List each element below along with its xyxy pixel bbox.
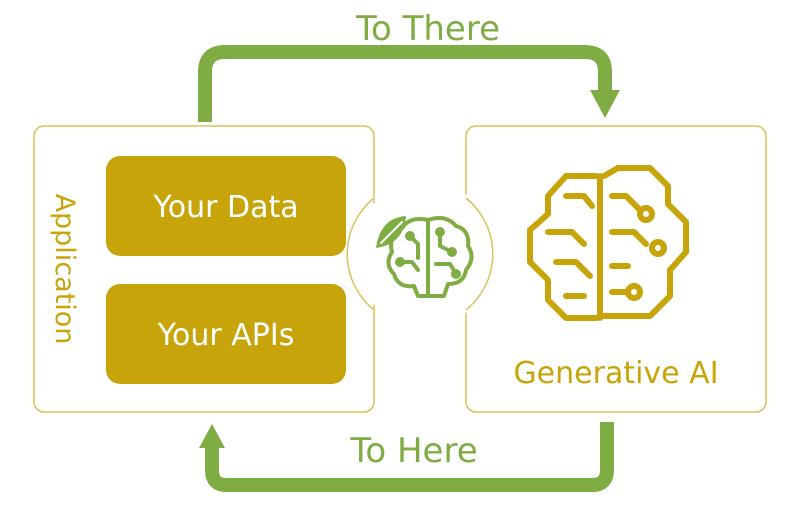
your-apis-label: Your APIs: [157, 318, 295, 353]
your-apis-button: [106, 284, 346, 384]
bottom-arrowhead: [199, 424, 225, 448]
brain-leaf-icon: [376, 216, 474, 298]
connector-right-arc: [465, 197, 494, 311]
bottom-flow-label: To Here: [349, 431, 477, 471]
connector-circle: [353, 182, 497, 326]
application-label: Application: [49, 194, 80, 345]
circuit-brain-icon: [527, 165, 689, 321]
generative-ai-label: Generative AI: [513, 356, 718, 391]
your-data-button: [106, 156, 346, 256]
bottom-flow-arrow: [205, 422, 614, 492]
top-flow-arrow: [198, 45, 612, 122]
top-arrowhead: [590, 90, 620, 118]
connector-left-arc: [346, 197, 375, 311]
your-data-label: Your Data: [152, 190, 298, 225]
top-flow-label: To There: [355, 9, 500, 49]
